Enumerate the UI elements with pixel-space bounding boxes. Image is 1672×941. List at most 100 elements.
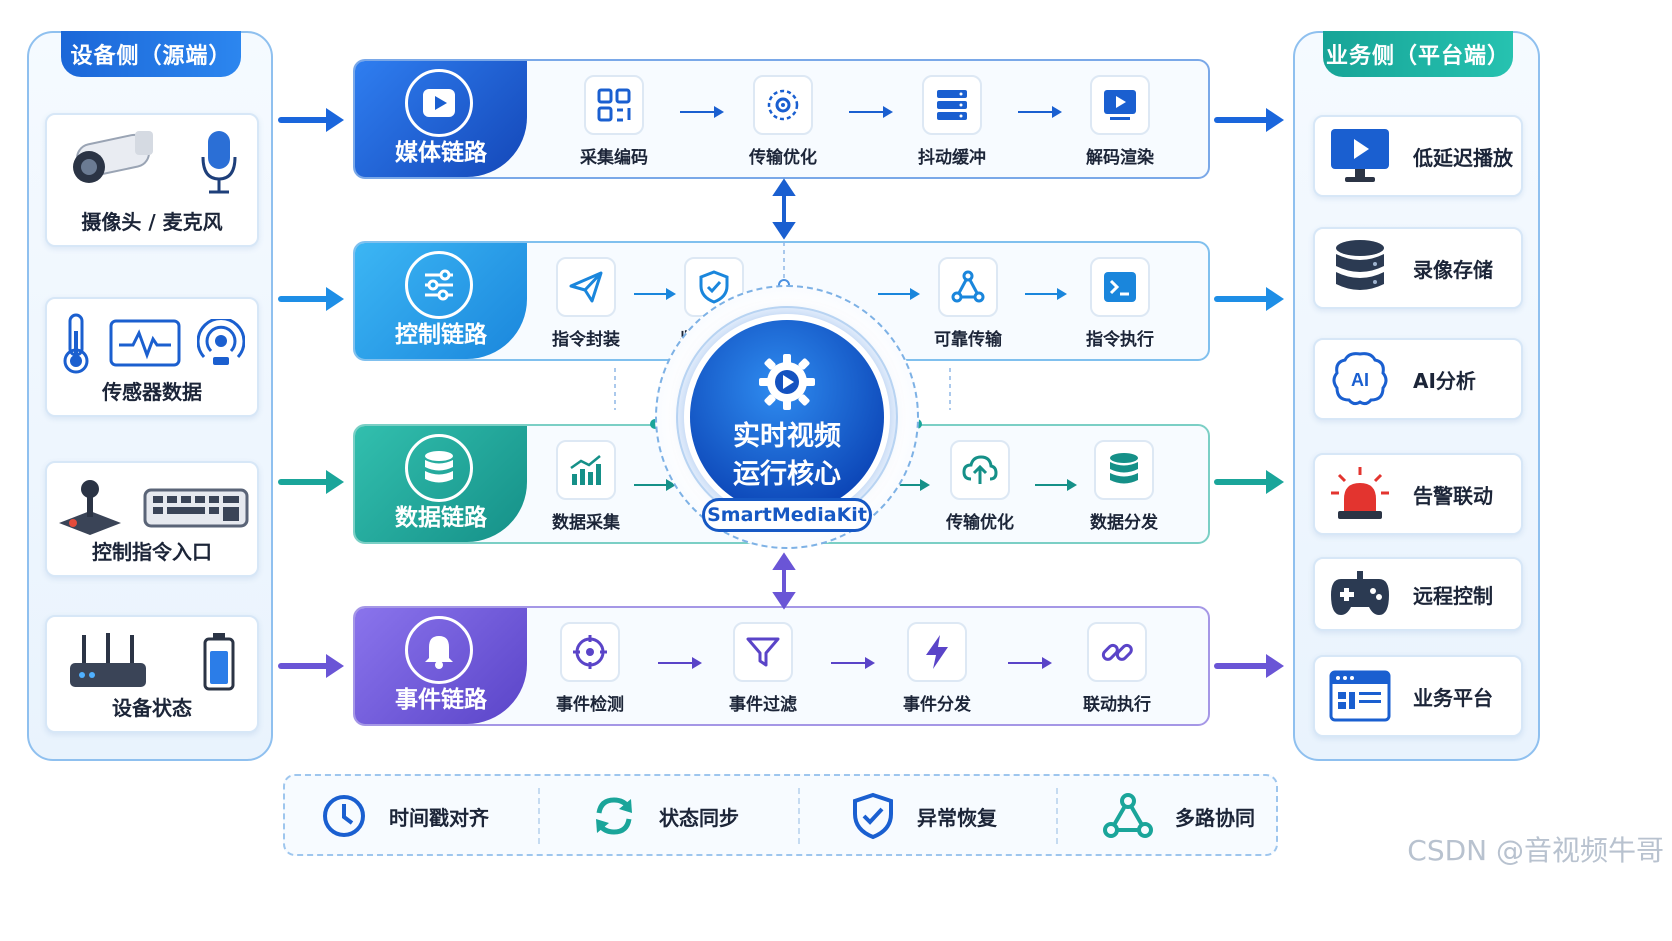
capability-timestamp: 时间戳对齐 [321, 792, 489, 840]
step-arrow [849, 106, 893, 118]
step-arrow [1018, 106, 1062, 118]
source-card-control: 控制指令入口 [45, 461, 259, 577]
router-icon [70, 633, 146, 687]
step-command-wrap: 指令封装 [536, 257, 636, 350]
ai-brain-icon: AI [1332, 352, 1388, 406]
sliders-icon [425, 269, 453, 301]
step-arrow [1025, 288, 1067, 300]
capability-bar: 时间戳对齐 状态同步 异常恢复 多路协同 [283, 774, 1278, 856]
keyboard-icon [143, 488, 249, 528]
input-arrow-data [278, 470, 344, 494]
input-arrow-control [278, 287, 344, 311]
link-icon [1101, 643, 1133, 661]
step-label: 事件分发 [903, 695, 971, 715]
step-label: 采集编码 [580, 148, 648, 168]
watermark: CSDN @音视频牛哥 [1407, 834, 1664, 867]
capability-label: 异常恢复 [917, 805, 997, 830]
camera-icon [73, 131, 153, 183]
separator [1056, 788, 1058, 844]
control-chain-header: 控制链路 [355, 243, 527, 359]
step-label: 解码渲染 [1086, 148, 1154, 168]
database-icon [425, 451, 453, 483]
step-command-execute: 指令执行 [1070, 257, 1170, 350]
data-chain-header: 数据链路 [355, 426, 527, 542]
event-chain-header: 事件链路 [355, 608, 527, 724]
separator [538, 788, 540, 844]
step-arrow [1035, 479, 1077, 491]
step-arrow [658, 657, 702, 669]
dashboard-icon [1329, 670, 1391, 722]
clock-icon [323, 795, 365, 837]
step-reliable-transmit: 可靠传输 [918, 257, 1018, 350]
biz-card-remote: 远程控制 [1313, 557, 1523, 631]
data-chain-name: 数据链路 [395, 505, 487, 531]
network-gear-icon [767, 89, 799, 121]
step-data-transmit: 传输优化 [930, 440, 1030, 533]
capability-multi-path: 多路协同 [1103, 792, 1255, 840]
battery-icon [203, 633, 235, 691]
network-nodes-icon [1103, 793, 1153, 838]
step-transmit-optimize: 传输优化 [733, 75, 833, 168]
separator [798, 788, 800, 844]
business-side-title: 业务侧（平台端） [1323, 31, 1513, 77]
paper-plane-icon [569, 271, 603, 303]
step-arrow [680, 106, 724, 118]
source-card-sensor: 传感器数据 [45, 297, 259, 417]
business-side-panel: 业务侧（平台端） 低延迟播放 录像存储 AI AI分析 告警联动 远程控制 业务… [1293, 31, 1540, 761]
step-label: 数据分发 [1090, 513, 1158, 533]
core-title-line1: 实时视频 [733, 421, 841, 452]
qr-code-icon [597, 88, 631, 122]
device-side-title: 设备侧（源端） [61, 31, 241, 77]
capability-label: 时间戳对齐 [389, 805, 489, 830]
step-arrow [634, 288, 676, 300]
gamepad-icon [1331, 571, 1389, 615]
cloud-upload-icon [962, 455, 998, 484]
source-label-camera: 摄像头 / 麦克风 [81, 210, 223, 234]
step-label: 事件检测 [556, 695, 624, 715]
step-label: 抖动缓冲 [918, 148, 986, 168]
control-chain-name: 控制链路 [395, 322, 487, 348]
source-card-status: 设备状态 [45, 615, 259, 733]
step-event-filter: 事件过滤 [713, 622, 813, 715]
biz-card-platform: 业务平台 [1313, 655, 1523, 737]
ai-icon-text: AI [1351, 370, 1369, 390]
step-label: 传输优化 [749, 148, 817, 168]
step-linkage-execute: 联动执行 [1067, 622, 1167, 715]
microphone-icon [201, 131, 237, 194]
shield-check-icon [699, 270, 729, 304]
signal-icon [197, 319, 245, 365]
funnel-icon [746, 637, 780, 667]
database-icon [1336, 240, 1384, 290]
biz-card-alarm: 告警联动 [1313, 453, 1523, 535]
step-label: 联动执行 [1083, 695, 1151, 715]
capability-label: 状态同步 [659, 805, 739, 830]
biz-label: 告警联动 [1413, 483, 1493, 508]
play-icon [423, 89, 455, 117]
capability-state-sync: 状态同步 [591, 792, 739, 840]
biz-label: 低延迟播放 [1413, 145, 1513, 170]
biz-label: AI分析 [1413, 368, 1476, 393]
event-chain: 事件链路 事件检测 事件过滤 事件分发 联动执行 [353, 606, 1210, 726]
step-event-detect: 事件检测 [540, 622, 640, 715]
shield-check-icon [853, 792, 893, 840]
biz-label: 录像存储 [1413, 257, 1493, 282]
runtime-core: 实时视频运行核心 [690, 320, 884, 514]
event-core-double-arrow [772, 552, 796, 610]
alarm-light-icon [1331, 467, 1389, 519]
gear-play-icon [759, 354, 815, 410]
step-event-dispatch: 事件分发 [887, 622, 987, 715]
capability-recovery: 异常恢复 [851, 792, 997, 840]
step-data-distribute: 数据分发 [1074, 440, 1174, 533]
thermometer-icon [63, 313, 89, 374]
bell-icon [425, 636, 453, 669]
joystick-icon [59, 480, 121, 535]
step-jitter-buffer: 抖动缓冲 [902, 75, 1002, 168]
biz-label: 业务平台 [1413, 685, 1493, 710]
source-label-control: 控制指令入口 [92, 540, 212, 564]
source-card-camera: 摄像头 / 麦克风 [45, 113, 259, 247]
biz-label: 远程控制 [1413, 583, 1493, 608]
server-stack-icon [937, 90, 967, 120]
biz-card-playback: 低延迟播放 [1313, 115, 1523, 197]
output-arrow-media [1214, 108, 1284, 132]
step-data-collect: 数据采集 [536, 440, 636, 533]
